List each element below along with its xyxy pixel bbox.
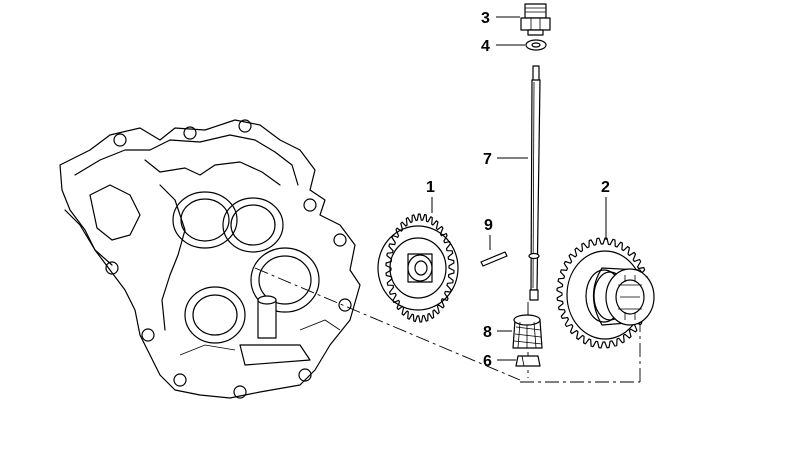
part-6-clip — [515, 355, 541, 367]
callout-6: 6 — [483, 353, 516, 370]
callout-2: 2 — [601, 179, 610, 240]
part-1-spur-gear — [377, 213, 459, 323]
callout-1: 1 — [426, 179, 435, 213]
callout-label-8: 8 — [483, 324, 492, 341]
part-7-shaft — [528, 65, 541, 301]
part-3-screw-fitting — [520, 3, 551, 36]
part-9-pin — [480, 251, 508, 267]
engine-housing — [59, 119, 361, 399]
callout-label-1: 1 — [426, 179, 435, 196]
callout-label-3: 3 — [481, 10, 490, 27]
callout-4: 4 — [481, 38, 525, 55]
part-4-washer — [525, 39, 547, 51]
callout-7: 7 — [483, 151, 528, 168]
callout-8: 8 — [483, 324, 512, 341]
callout-9: 9 — [484, 217, 493, 250]
callout-label-2: 2 — [601, 179, 610, 196]
part-8-small-gear — [512, 314, 543, 349]
callout-label-6: 6 — [483, 353, 492, 370]
callout-label-7: 7 — [483, 151, 492, 168]
part-2-hub-gear — [556, 237, 655, 349]
callout-label-4: 4 — [481, 38, 490, 55]
callout-3: 3 — [481, 10, 520, 27]
callout-label-9: 9 — [484, 217, 493, 234]
